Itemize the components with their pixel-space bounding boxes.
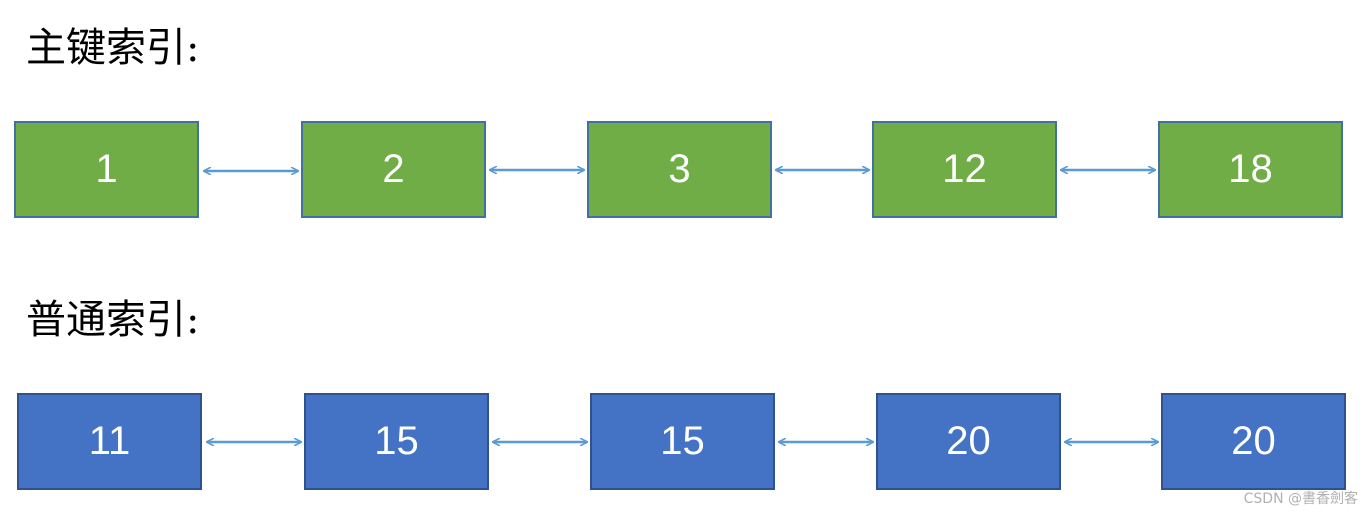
secondary-node-3: 15 [590, 393, 775, 490]
primary-index-title: 主键索引: [26, 25, 200, 71]
watermark: CSDN @書香劍客 [1243, 491, 1358, 507]
primary-node-1: 1 [14, 121, 199, 218]
secondary-node-4: 20 [876, 393, 1061, 490]
secondary-node-1: 11 [17, 393, 202, 490]
secondary-node-5: 20 [1161, 393, 1346, 490]
primary-node-3: 3 [587, 121, 772, 218]
secondary-node-2: 15 [304, 393, 489, 490]
secondary-index-title: 普通索引: [26, 297, 200, 343]
primary-node-4: 12 [872, 121, 1057, 218]
primary-node-5: 18 [1158, 121, 1343, 218]
primary-node-2: 2 [301, 121, 486, 218]
